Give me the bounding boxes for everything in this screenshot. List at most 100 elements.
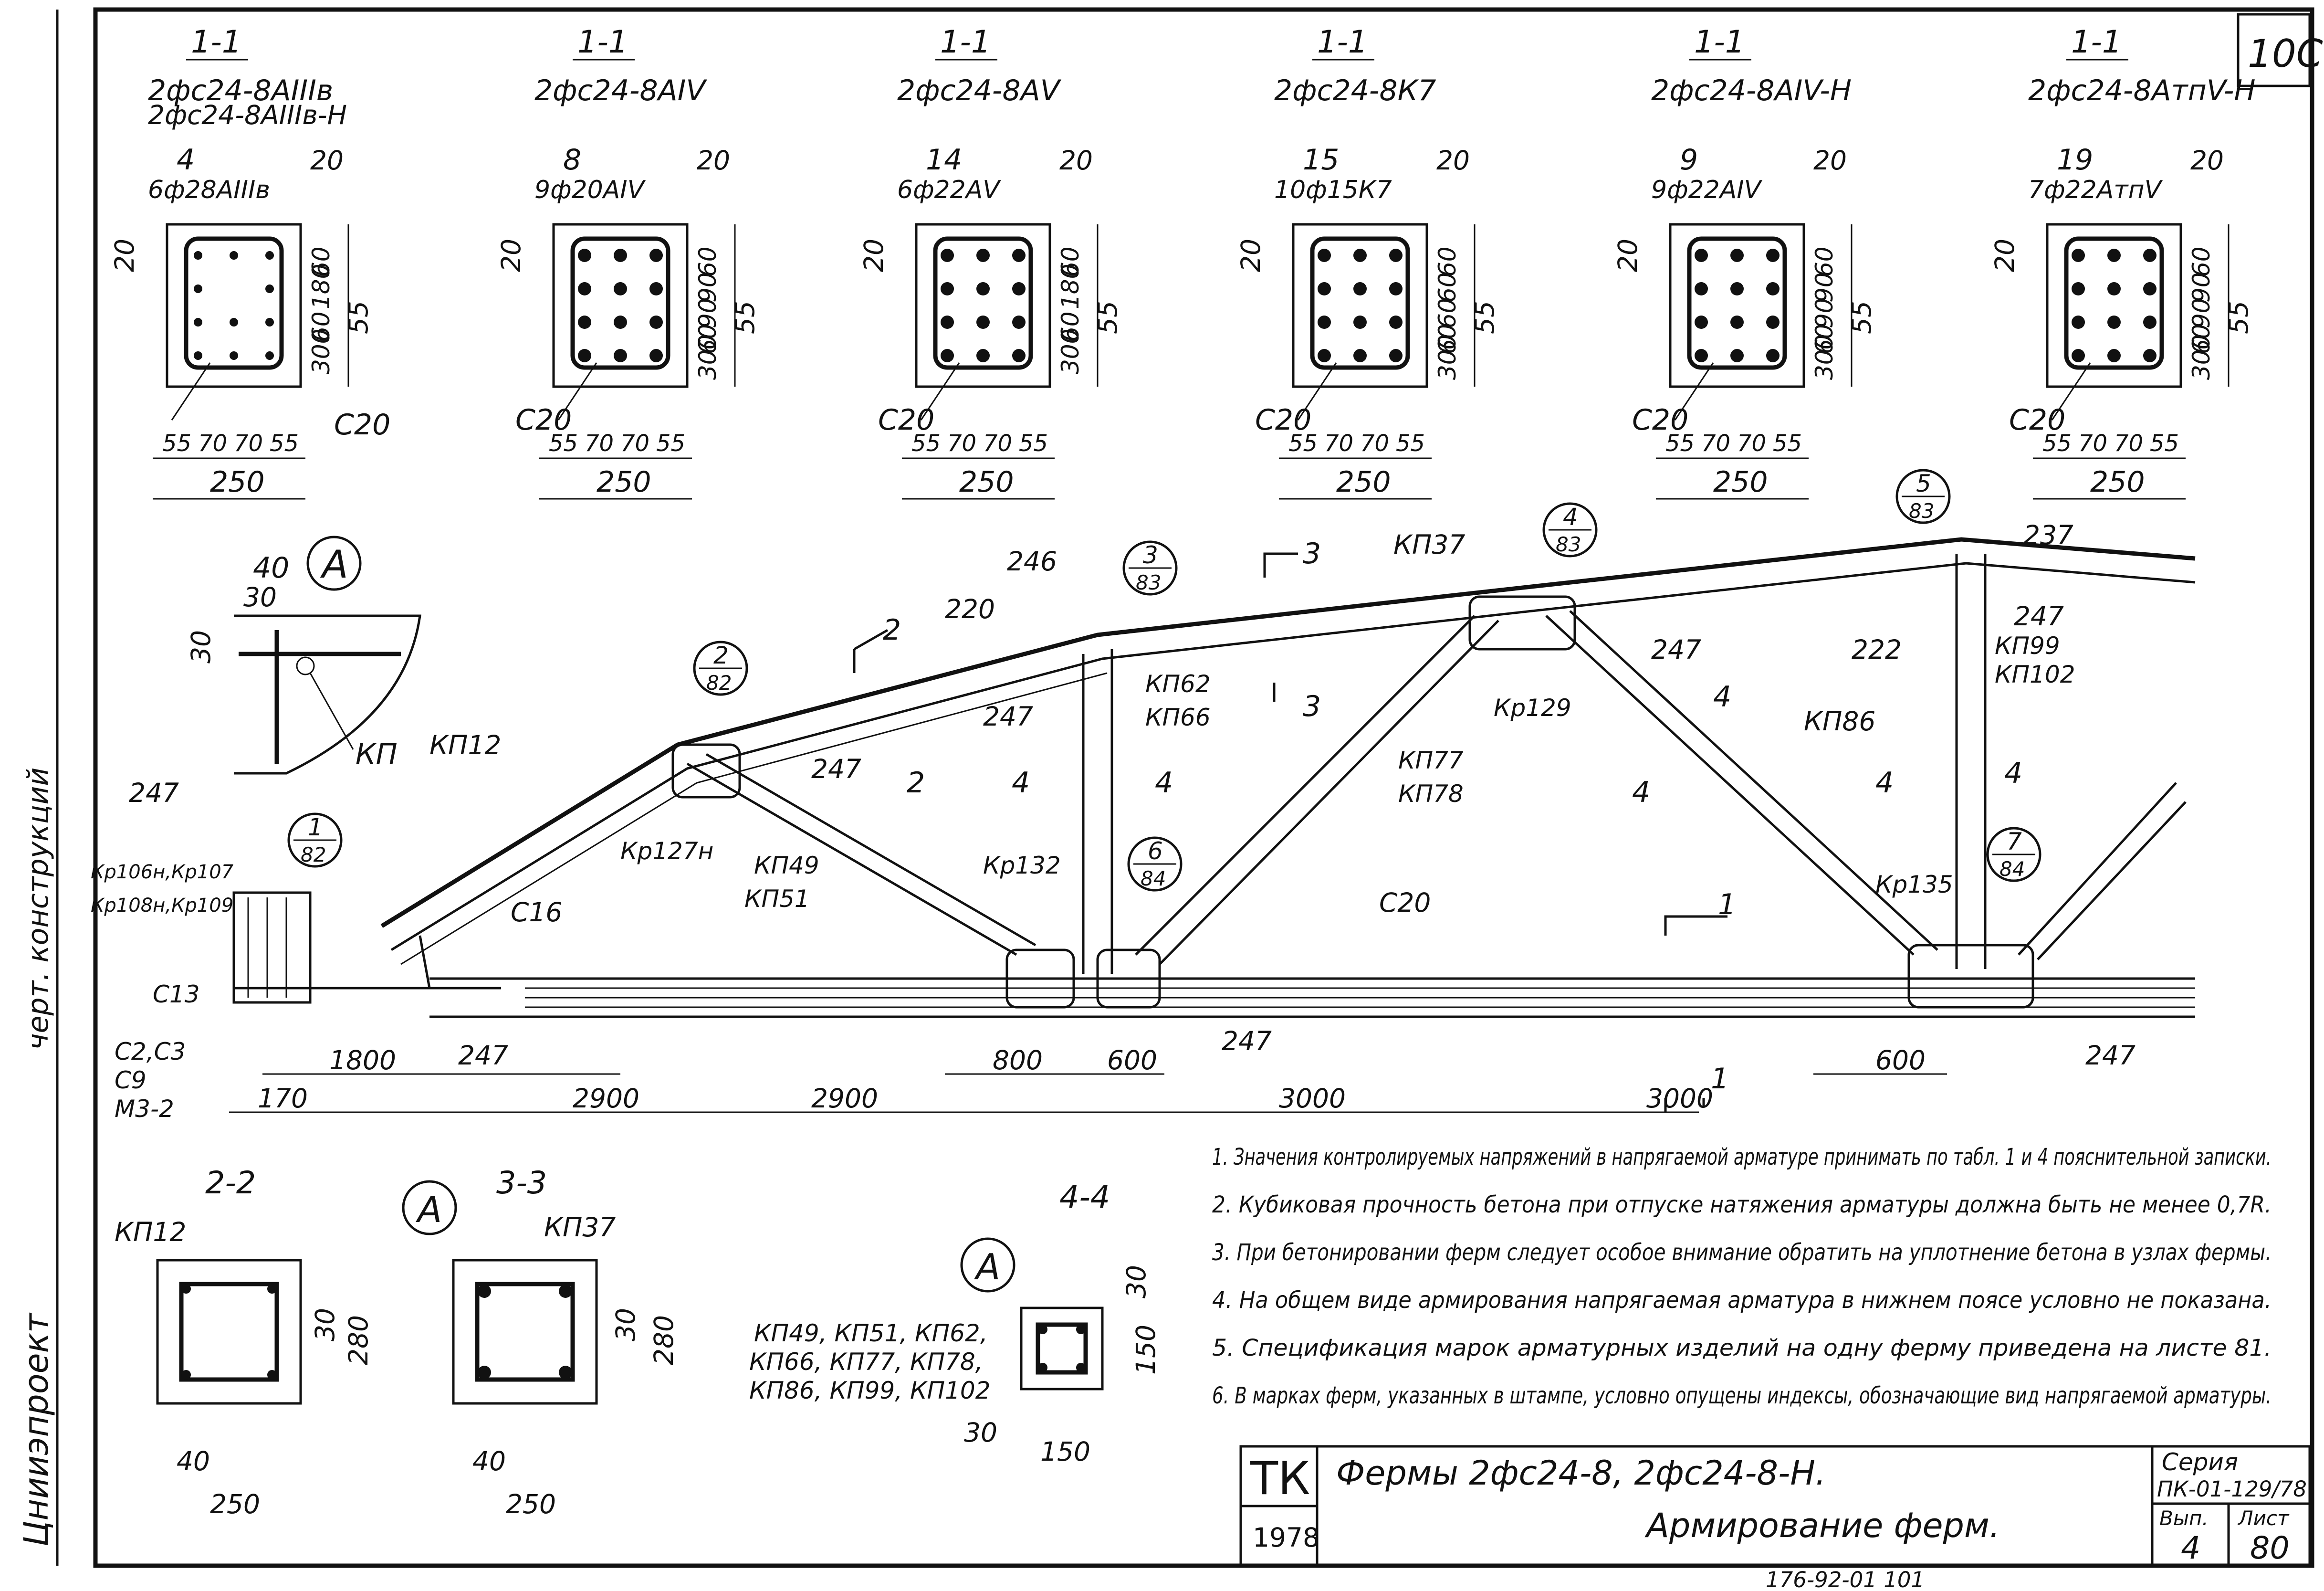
section-bar bbox=[578, 349, 591, 362]
section-2-2-dim-280: 280 bbox=[343, 1315, 374, 1365]
vertical-1 bbox=[1082, 649, 1113, 974]
section-bar bbox=[614, 282, 627, 295]
section-stirrup-label: С20 bbox=[515, 403, 572, 437]
section-bar bbox=[941, 249, 954, 262]
section-bar bbox=[2072, 249, 2085, 262]
section-mark: 2фс24-8АIV bbox=[534, 74, 707, 107]
section-dim-left: 20 bbox=[496, 239, 526, 272]
label-kr127: Кр127н bbox=[620, 837, 713, 865]
node-sheet: 82 bbox=[301, 843, 326, 866]
dim-3000b: 3000 bbox=[1646, 1083, 1713, 1114]
node-bubble-circle bbox=[287, 812, 343, 868]
title-block-year: 1978 bbox=[1253, 1522, 1319, 1553]
node-sheet: 82 bbox=[706, 671, 732, 695]
section-3-3-bar bbox=[559, 1366, 572, 1379]
section-dim-bottom: 55 bbox=[656, 430, 685, 457]
section-2-2-outline bbox=[156, 1259, 302, 1405]
section-bar bbox=[194, 284, 202, 293]
sheet-corner-box bbox=[2237, 13, 2311, 87]
section-1-1: 1-12фс24-8АIV-Н99ф22АIVС2020206090906030… bbox=[1612, 24, 1877, 500]
section-dim-right: 90 bbox=[2188, 298, 2215, 328]
node-sheet: 83 bbox=[1556, 533, 1581, 556]
section-bars: 7ф22АтпV bbox=[2028, 176, 2163, 204]
section-bar bbox=[1012, 249, 1026, 262]
section-2-2-mark: КП12 bbox=[115, 1217, 186, 1247]
section-bars: 6ф28АIIIв bbox=[148, 176, 270, 204]
section-bar bbox=[649, 282, 663, 295]
section-bar bbox=[1766, 316, 1780, 329]
section-dim-bottom: 70 bbox=[1360, 430, 1389, 457]
node-sheet: 84 bbox=[1999, 857, 2025, 881]
section-stirrup-label: С20 bbox=[1255, 403, 1311, 437]
label-c2c3: С2,С3 bbox=[115, 1038, 186, 1065]
label-247-right: 247 bbox=[1651, 634, 1701, 665]
section-1-1: 1-12фс24-8АIV89ф20АIVС202020609090603005… bbox=[496, 24, 760, 500]
detail-a-dim-30b: 30 bbox=[186, 630, 216, 664]
section-4-4-cut: 4-4 bbox=[1059, 1180, 1110, 1215]
section-dim-left: 20 bbox=[1612, 239, 1643, 272]
section-bar bbox=[2107, 282, 2121, 295]
section-cut-label: 1-1 bbox=[1694, 24, 1745, 60]
section-position: 9 bbox=[1680, 143, 1698, 177]
label-kr106: Кр106н,Кр107 bbox=[91, 861, 234, 883]
section-position: 4 bbox=[177, 143, 195, 177]
diagonal-2 bbox=[1135, 615, 1499, 965]
section-dim-width: 250 bbox=[597, 465, 651, 499]
label-kp102: КП102 bbox=[1995, 661, 2075, 688]
node-bubble: 383 bbox=[1122, 540, 1178, 596]
section-bar bbox=[2143, 316, 2157, 329]
label-247-top: 247 bbox=[983, 701, 1033, 732]
section-dim-bottom: 70 bbox=[2078, 430, 2107, 457]
section-dim-bottom: 55 bbox=[1665, 430, 1695, 457]
section-mark: 2фс24-8АтпV-Н bbox=[2028, 74, 2255, 107]
section-bar bbox=[578, 316, 591, 329]
section-3-3-bar bbox=[559, 1285, 572, 1298]
label-kr129: Кр129 bbox=[1494, 694, 1571, 722]
section-bar bbox=[265, 351, 274, 360]
section-cut-label: 1-1 bbox=[1317, 24, 1368, 60]
section-stirrup-label: С20 bbox=[334, 408, 390, 442]
diagonal-3 bbox=[1545, 610, 1938, 956]
section-bars: 6ф22АV bbox=[897, 176, 1001, 204]
section-2-2-bar bbox=[181, 1284, 191, 1294]
section-bar bbox=[976, 316, 990, 329]
section-dim-right: 300 bbox=[694, 335, 722, 380]
section-4-4-bar bbox=[1076, 1363, 1086, 1372]
dim-3000a: 3000 bbox=[1279, 1083, 1346, 1114]
section-bar bbox=[649, 349, 663, 362]
label-c9: С9 bbox=[115, 1066, 147, 1094]
side-stamp-dept: черт. конструкций bbox=[21, 768, 55, 1050]
title-block-title: Фермы 2фс24-8, 2фс24-8-Н. bbox=[1336, 1454, 1826, 1493]
section-dim-right: 60 bbox=[1434, 272, 1461, 303]
node-bubble: 282 bbox=[693, 641, 748, 696]
section-dim-bottom: 70 bbox=[983, 430, 1012, 457]
section-1-1: 1-12фс24-8К71510ф15К7С202020606060603005… bbox=[1235, 24, 1500, 500]
section-dim-left: 20 bbox=[1989, 239, 2020, 272]
title-block-series-label: Серия bbox=[2162, 1448, 2238, 1476]
section-bar bbox=[578, 282, 591, 295]
section-stirrup-label: С20 bbox=[878, 403, 934, 437]
section-dim-right: 60 bbox=[2188, 246, 2215, 277]
label-kr132: Кр132 bbox=[983, 852, 1061, 879]
cut-3-label: 3 bbox=[1303, 537, 1321, 570]
title-block-issue-label: Вып. bbox=[2159, 1507, 2209, 1530]
cut-1-mark bbox=[1664, 915, 1727, 1112]
section-1-1: 1-12фс24-8АIIIв2фс24-8АIIIв-Н46ф28АIIIвС… bbox=[109, 24, 390, 500]
section-bar bbox=[649, 249, 663, 262]
section-dim-top: 20 bbox=[310, 145, 344, 176]
section-mark: 2фс24-8К7 bbox=[1274, 74, 1436, 107]
section-bar bbox=[2107, 349, 2121, 362]
section-dim-bottom: 55 bbox=[2150, 430, 2179, 457]
diagonal-1 bbox=[686, 753, 1036, 956]
label-kp77: КП77 bbox=[1398, 747, 1464, 774]
section-bar bbox=[265, 318, 274, 327]
section-bar bbox=[1389, 349, 1403, 362]
title-block-tk: ТК bbox=[1250, 1453, 1310, 1505]
section-outline bbox=[552, 223, 689, 388]
label-kp66: КП66 bbox=[1145, 704, 1211, 731]
cut-2-label: 2 bbox=[883, 613, 901, 647]
section-leader bbox=[171, 362, 211, 421]
side-stamp: Цнииэпроект черт. конструкций bbox=[17, 768, 56, 1547]
section-2-2-dim-250: 250 bbox=[210, 1489, 260, 1519]
